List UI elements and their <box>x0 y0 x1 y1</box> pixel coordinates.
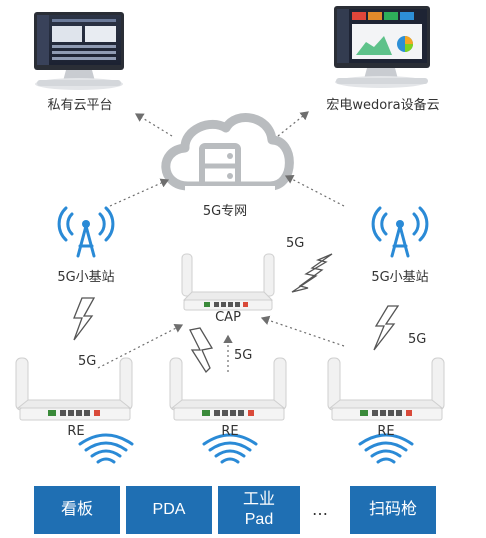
arrow-leftcell-to-cloud <box>109 178 170 207</box>
lightning-top-icon <box>291 253 333 293</box>
arrow-rightcell-to-cloud <box>284 175 345 207</box>
terminal-ellipsis: … <box>312 500 328 519</box>
wifi-right-icon <box>358 433 414 464</box>
wifi-mid-icon <box>202 433 258 464</box>
small-cell-right-icon <box>371 206 429 258</box>
arrow-cloud-to-wedora <box>277 111 309 137</box>
small-cell-left-label: 5G小基站 <box>57 270 115 285</box>
wedora-cloud-monitor <box>334 6 430 88</box>
cloud-icon <box>161 113 294 198</box>
arrow-re-right-to-cap <box>260 315 345 347</box>
network-label: 5G专网 <box>202 204 248 219</box>
wedora-cloud-label: 宏电wedora设备云 <box>326 98 440 113</box>
lightning-left-icon <box>73 297 96 341</box>
link-arrows <box>97 111 345 372</box>
re-right-label: RE <box>377 424 395 439</box>
cap-label: CAP <box>215 310 241 325</box>
link-left-label: 5G <box>78 354 97 369</box>
re-router-left-device <box>15 357 133 421</box>
small-cell-right-label: 5G小基站 <box>371 270 429 285</box>
wifi-left-icon <box>78 433 134 464</box>
small-cell-left-icon <box>57 206 115 258</box>
arrow-re-left-to-cap <box>97 324 184 369</box>
lightning-right-icon <box>373 305 400 351</box>
link-mid-label: 5G <box>234 348 253 363</box>
re-router-right-device <box>327 357 445 421</box>
link-top-label: 5G <box>286 236 305 251</box>
cap-router-device <box>181 253 275 311</box>
terminal-kanban: 看板 <box>34 486 120 534</box>
private-cloud-monitor <box>34 12 124 90</box>
link-right-label: 5G <box>408 332 427 347</box>
terminal-scanner: 扫码枪 <box>350 486 436 534</box>
lightning-mid-icon <box>189 327 214 374</box>
re-router-mid-device <box>169 357 287 421</box>
terminal-industrial-pad: 工业 Pad <box>218 486 300 534</box>
terminal-pda: PDA <box>126 486 212 534</box>
re-left-label: RE <box>67 424 85 439</box>
private-cloud-label: 私有云平台 <box>47 98 113 113</box>
arrow-cloud-to-private <box>134 113 173 137</box>
wireless-link-icons <box>73 253 400 374</box>
re-mid-label: RE <box>221 424 239 439</box>
